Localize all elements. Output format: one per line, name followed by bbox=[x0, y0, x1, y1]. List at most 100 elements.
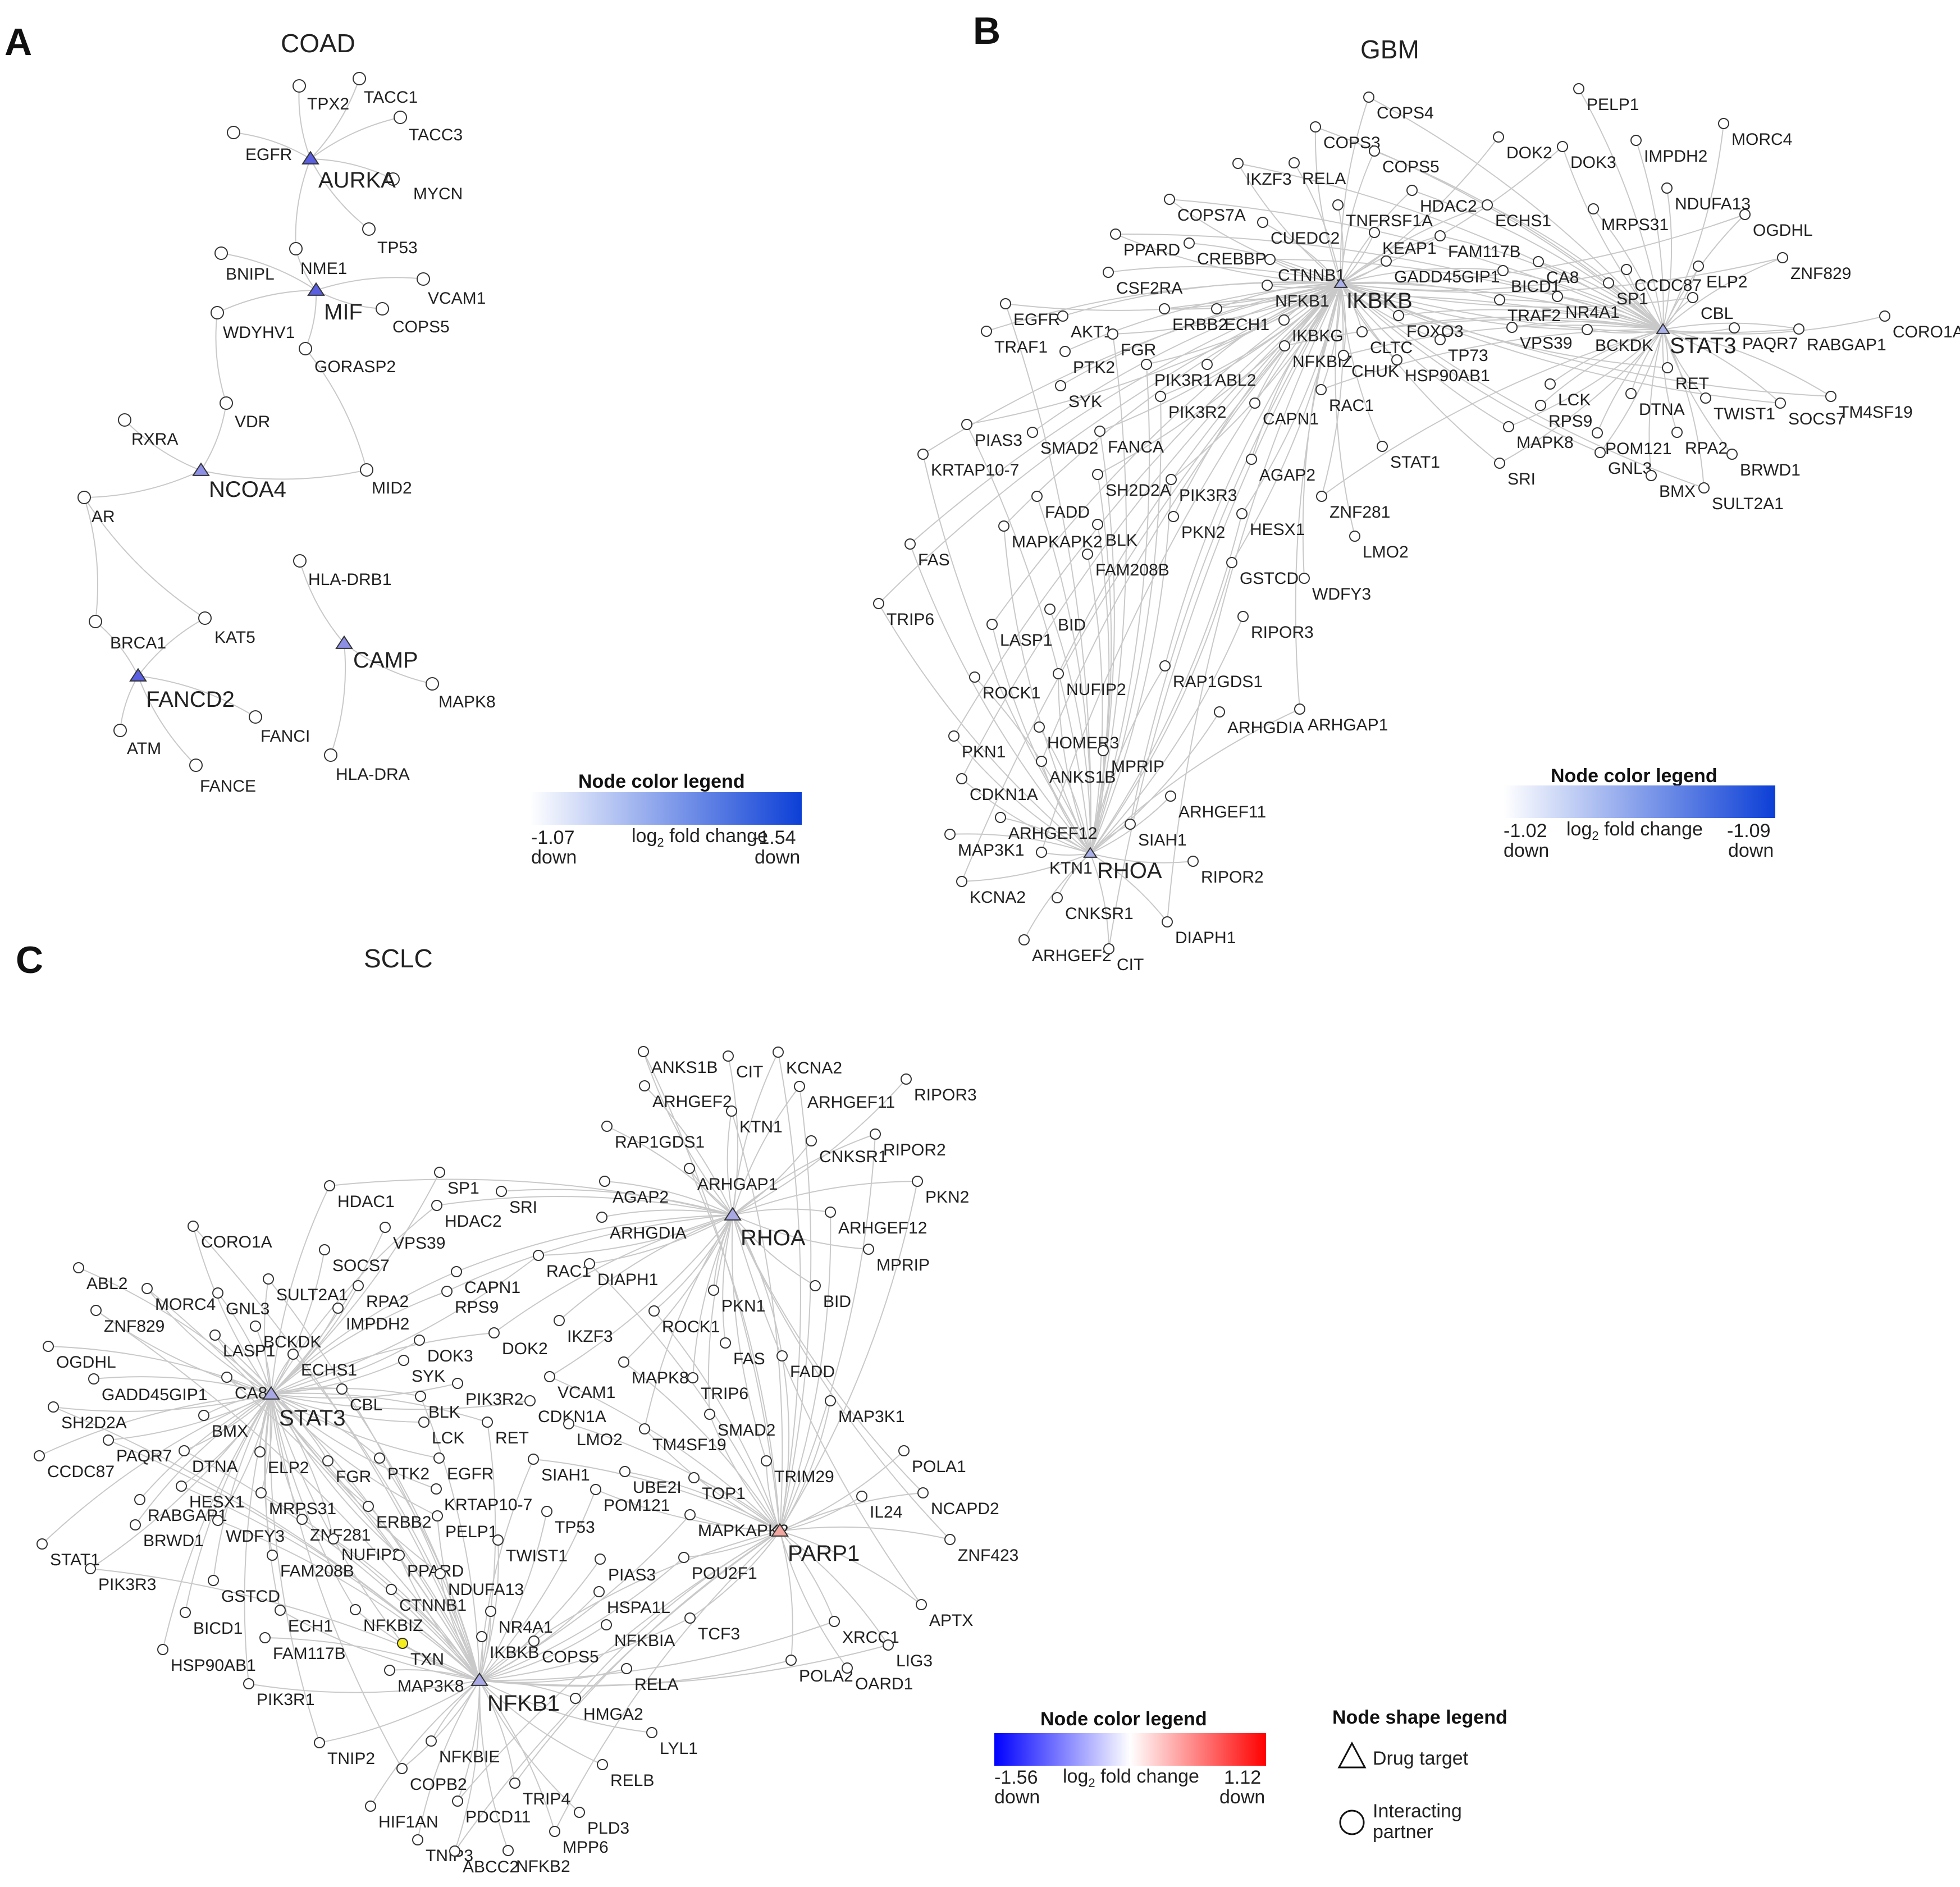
partner-label: SOCS7 bbox=[332, 1257, 390, 1275]
partner-node bbox=[1582, 324, 1593, 335]
partner-label: CNKSR1 bbox=[819, 1148, 888, 1166]
partner-node bbox=[488, 1327, 500, 1338]
partner-label: CA8 bbox=[235, 1384, 267, 1402]
partner-label: LCK bbox=[432, 1429, 464, 1447]
partner-label: CA8 bbox=[1546, 268, 1579, 287]
partner-node bbox=[688, 1472, 700, 1483]
partner-node bbox=[646, 1727, 657, 1738]
partner-node bbox=[544, 1371, 555, 1382]
network-edge bbox=[779, 1212, 831, 1532]
network-edge bbox=[1662, 329, 1831, 397]
partner-node bbox=[590, 1484, 601, 1495]
partner-label: ZNF829 bbox=[1790, 264, 1851, 283]
partner-label: MAPK8 bbox=[1516, 433, 1574, 452]
partner-label: BLK bbox=[1105, 531, 1137, 550]
partner-label: TP73 bbox=[1448, 346, 1488, 365]
network-edge bbox=[233, 132, 311, 159]
partner-node bbox=[1391, 354, 1402, 365]
network-edge bbox=[779, 1530, 835, 1622]
partner-label: ATM bbox=[127, 739, 161, 758]
partner-label: POLA1 bbox=[912, 1457, 966, 1476]
partner-label: EGFR bbox=[245, 145, 292, 164]
partner-label: TPX2 bbox=[307, 95, 349, 113]
partner-label: CUEDC2 bbox=[1271, 229, 1340, 248]
partner-label: LYL1 bbox=[660, 1739, 698, 1758]
partner-node bbox=[426, 677, 439, 691]
partner-label: DOK2 bbox=[1506, 144, 1552, 162]
partner-node bbox=[898, 1445, 910, 1456]
partner-node bbox=[363, 1501, 374, 1512]
network-edge bbox=[779, 1492, 924, 1532]
partner-node bbox=[1775, 397, 1786, 409]
partner-label: FADD bbox=[1045, 503, 1090, 522]
partner-node bbox=[336, 1383, 348, 1395]
network-edge bbox=[84, 497, 99, 622]
network-edge bbox=[200, 469, 367, 480]
drug-target-node bbox=[262, 1386, 280, 1400]
partner-node bbox=[541, 1506, 552, 1517]
partner-node bbox=[433, 1452, 445, 1464]
network-edge bbox=[1340, 283, 1781, 404]
partner-node bbox=[324, 1180, 335, 1191]
network-edge bbox=[1090, 524, 1110, 854]
partner-node bbox=[1332, 199, 1344, 211]
network-edge bbox=[559, 1214, 733, 1321]
partner-label: BCKDK bbox=[263, 1333, 321, 1351]
network-edge bbox=[310, 117, 401, 159]
partner-node bbox=[917, 1487, 929, 1498]
partner-node bbox=[179, 1445, 190, 1456]
partner-label: ARHGAP1 bbox=[1308, 716, 1388, 734]
partner-node bbox=[452, 1795, 463, 1807]
partner-node bbox=[856, 1491, 867, 1502]
network-edge bbox=[722, 1214, 733, 1344]
network-edge bbox=[732, 1214, 816, 1286]
partner-label: BID bbox=[823, 1292, 851, 1311]
partner-node bbox=[1595, 447, 1606, 458]
partner-node bbox=[1226, 557, 1237, 568]
network-edge bbox=[589, 1263, 780, 1532]
partner-node bbox=[362, 222, 376, 236]
network-edge bbox=[1340, 283, 1601, 453]
partner-label: FAS bbox=[733, 1350, 765, 1368]
partner-label: SIAH1 bbox=[541, 1466, 590, 1484]
network-edge bbox=[961, 283, 1341, 882]
partner-node bbox=[1879, 310, 1890, 322]
partner-label: TM4SF19 bbox=[652, 1436, 727, 1454]
partner-label: SH2D2A bbox=[61, 1414, 127, 1432]
network-edge bbox=[310, 158, 369, 230]
partner-label: MORC4 bbox=[155, 1295, 216, 1314]
partner-node bbox=[916, 1599, 927, 1610]
partner-label: MAP3K8 bbox=[398, 1677, 464, 1696]
partner-label: BRCA1 bbox=[110, 634, 166, 652]
partner-node bbox=[380, 1222, 391, 1233]
partner-node bbox=[723, 1050, 734, 1062]
network-edge bbox=[953, 283, 1341, 737]
network-edge bbox=[779, 1496, 862, 1532]
partner-node bbox=[549, 1826, 560, 1837]
partner-label: DIAPH1 bbox=[1175, 929, 1236, 947]
circle-icon bbox=[1339, 1810, 1365, 1835]
partner-node bbox=[85, 1563, 96, 1574]
network-edge bbox=[479, 1644, 889, 1686]
partner-node bbox=[1027, 427, 1038, 438]
partner-label: TRAF2 bbox=[1507, 307, 1561, 325]
partner-label: RAC1 bbox=[1329, 396, 1374, 415]
partner-label: ROCK1 bbox=[662, 1318, 720, 1336]
network-edge bbox=[271, 1393, 403, 1769]
network-edge bbox=[1294, 162, 1341, 284]
network-edge bbox=[48, 1346, 272, 1395]
partner-node bbox=[1082, 549, 1093, 560]
partner-node bbox=[412, 1834, 423, 1845]
partner-node bbox=[214, 246, 228, 260]
partner-node bbox=[180, 1607, 191, 1618]
partner-label: RPA2 bbox=[366, 1292, 409, 1311]
network-edge bbox=[732, 1208, 831, 1216]
partner-label: SULT2A1 bbox=[1712, 495, 1784, 513]
partner-node bbox=[1535, 400, 1546, 411]
partner-node bbox=[1315, 384, 1327, 395]
partner-label: NME1 bbox=[300, 259, 347, 278]
partner-node bbox=[432, 1510, 443, 1522]
partner-label: KEAP1 bbox=[1382, 239, 1437, 258]
partner-label: IKZF3 bbox=[567, 1327, 613, 1346]
